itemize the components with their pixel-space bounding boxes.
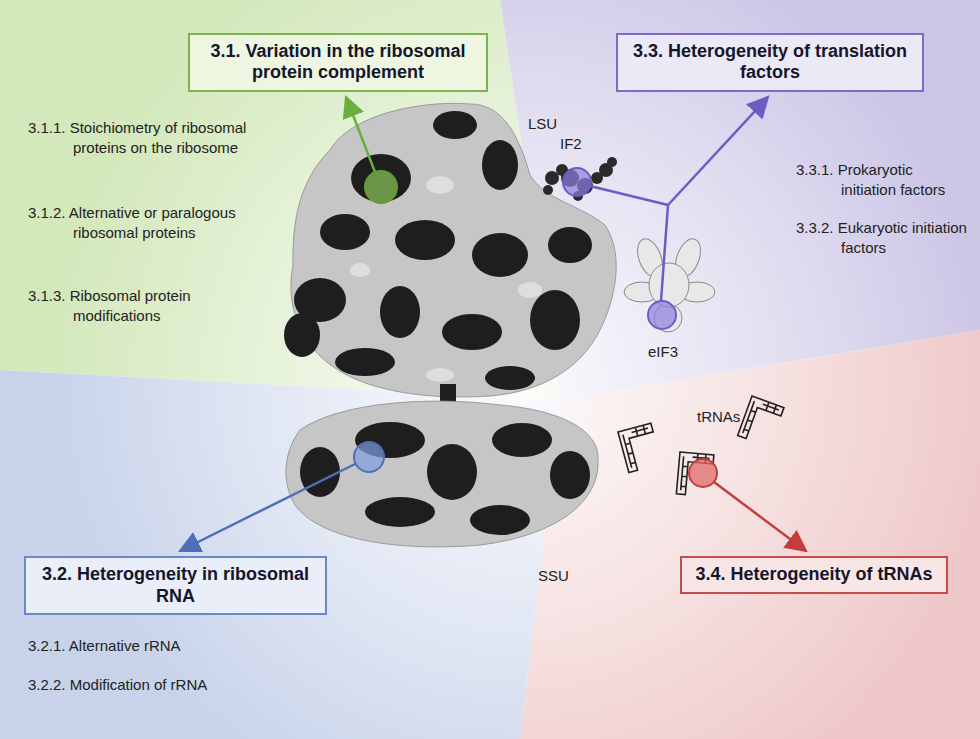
highlight-circle (648, 301, 676, 329)
section-box: 3.4. Heterogeneity of tRNAs (680, 556, 948, 594)
subsection-item-text: 3.3.1. Prokaryotic initiation factors (796, 161, 945, 198)
leader-arrow (180, 464, 355, 551)
subsection-item: 3.1.1. Stoichiometry of ribosomal protei… (28, 118, 256, 157)
section-heading: 3.2. Heterogeneity in ribosomal RNA (38, 564, 313, 607)
trna-label-text: tRNAs (697, 408, 740, 425)
highlight-circle (563, 168, 591, 196)
subsection-item-text: 3.2.1. Alternative rRNA (28, 637, 181, 654)
if2-structure (543, 157, 617, 201)
eif3-structure (624, 235, 715, 332)
subunit-label-text: LSU (528, 115, 557, 132)
highlight-circle (354, 442, 384, 472)
factor-label: IF2 (560, 134, 582, 154)
factor-label-text: IF2 (560, 135, 582, 152)
section-box: 3.2. Heterogeneity in ribosomal RNA (24, 556, 327, 615)
section-heading: 3.4. Heterogeneity of tRNAs (695, 564, 932, 586)
highlight-circle (365, 171, 397, 203)
subsection-item-text: 3.3.2. Eukaryotic initiation factors (796, 219, 967, 256)
trna-structures (618, 396, 784, 497)
subsection-item-text: 3.1.1. Stoichiometry of ribosomal protei… (28, 119, 246, 156)
subsection-item: 3.2.2. Modification of rRNA (28, 675, 308, 695)
leader-line (590, 186, 668, 301)
subsection-item: 3.1.3. Ribosomal protein modifications (28, 286, 256, 325)
section-box: 3.1. Variation in the ribosomal protein … (188, 33, 488, 92)
leader-arrow (714, 482, 806, 551)
subsection-item-text: 3.2.2. Modification of rRNA (28, 676, 207, 693)
leader-arrow (346, 97, 375, 172)
section-box: 3.3. Heterogeneity of translation factor… (616, 33, 924, 92)
subunit-label: SSU (538, 566, 569, 586)
large-subunit (284, 103, 616, 397)
factor-label: eIF3 (648, 342, 678, 362)
subunit-label: LSU (528, 114, 557, 134)
factor-label-text: eIF3 (648, 343, 678, 360)
subsection-item-text: 3.1.3. Ribosomal protein modifications (28, 287, 191, 324)
small-subunit (286, 384, 598, 547)
highlight-circle (689, 459, 717, 487)
subsection-item: 3.3.1. Prokaryotic initiation factors (796, 160, 968, 199)
subsection-item-text: 3.1.2. Alternative or paralogous ribosom… (28, 204, 236, 241)
leader-arrow (668, 97, 768, 205)
subsection-item: 3.1.2. Alternative or paralogous ribosom… (28, 203, 256, 242)
subsection-item: 3.2.1. Alternative rRNA (28, 636, 308, 656)
subunit-label-text: SSU (538, 567, 569, 584)
section-heading: 3.3. Heterogeneity of translation factor… (630, 41, 910, 84)
section-heading: 3.1. Variation in the ribosomal protein … (202, 41, 474, 84)
trna-label: tRNAs (697, 407, 740, 427)
subsection-item: 3.3.2. Eukaryotic initiation factors (796, 218, 968, 257)
